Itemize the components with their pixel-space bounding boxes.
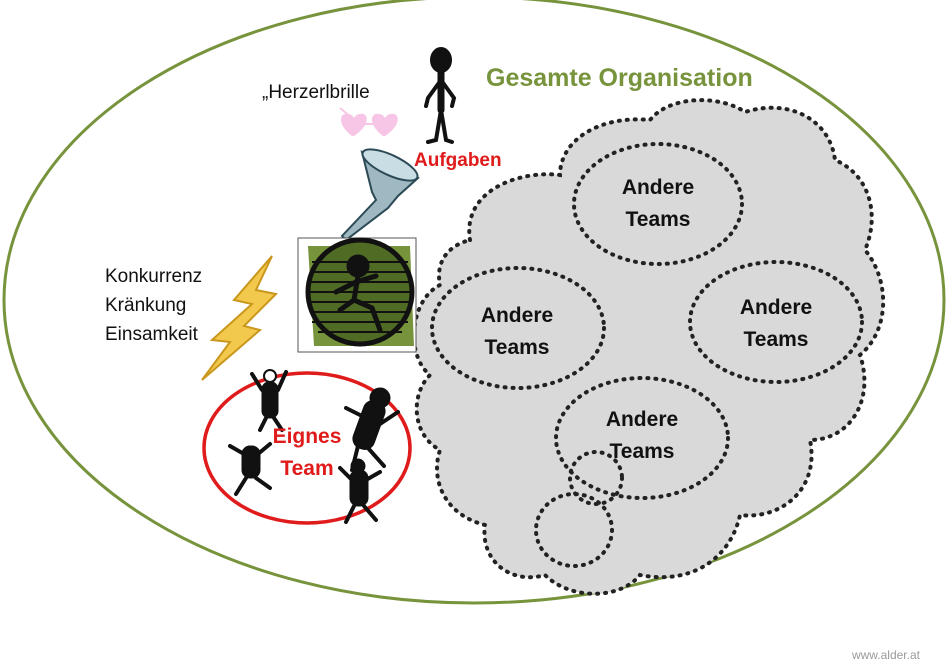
team-ellipse-right <box>688 260 864 384</box>
hamster-wheel-icon <box>297 237 417 353</box>
other-team-label-bottom: Andere Teams <box>572 404 712 468</box>
other-team-label-top: Andere Teams <box>588 172 728 236</box>
hurt-terms-list: Konkurrenz Kränkung Einsamkeit <box>105 262 202 349</box>
own-team-line1: Eignes <box>272 425 342 448</box>
own-team-line2: Team <box>280 457 334 480</box>
glasses-label: „Herzerlbrille <box>262 82 370 103</box>
other-team-line1: Andere <box>621 176 695 199</box>
hurt-term: Einsamkeit <box>105 324 198 345</box>
other-team-line2: Teams <box>609 440 675 463</box>
credit-link[interactable]: www.alder.at <box>851 648 920 662</box>
hurt-term: Konkurrenz <box>105 266 203 287</box>
other-team-line1: Andere <box>739 296 813 319</box>
tasks-label: Aufgaben <box>414 150 502 171</box>
dancing-figures-icon <box>228 369 400 524</box>
hurt-term: Kränkung <box>105 295 187 316</box>
stick-figure-icon <box>424 47 457 144</box>
other-team-line1: Andere <box>480 304 554 327</box>
other-team-line1: Andere <box>605 408 679 431</box>
heart-glasses-icon <box>339 107 398 136</box>
other-team-label-right: Andere Teams <box>706 292 846 356</box>
own-team-label: Eignes Team <box>262 421 352 485</box>
lightning-icon <box>201 255 279 381</box>
team-ellipse-bottom <box>554 376 730 500</box>
team-ellipse-top <box>572 142 744 266</box>
team-ellipse-small-b <box>534 492 614 568</box>
organisation-title: Gesamte Organisation <box>486 64 753 92</box>
team-ellipse-small-a <box>568 450 624 506</box>
team-ellipse-left <box>430 266 606 390</box>
other-team-line2: Teams <box>625 208 691 231</box>
other-team-label-left: Andere Teams <box>447 300 587 364</box>
other-team-line2: Teams <box>484 336 550 359</box>
funnel-icon <box>340 148 420 242</box>
other-teams-cloud <box>412 98 886 596</box>
other-team-line2: Teams <box>743 328 809 351</box>
